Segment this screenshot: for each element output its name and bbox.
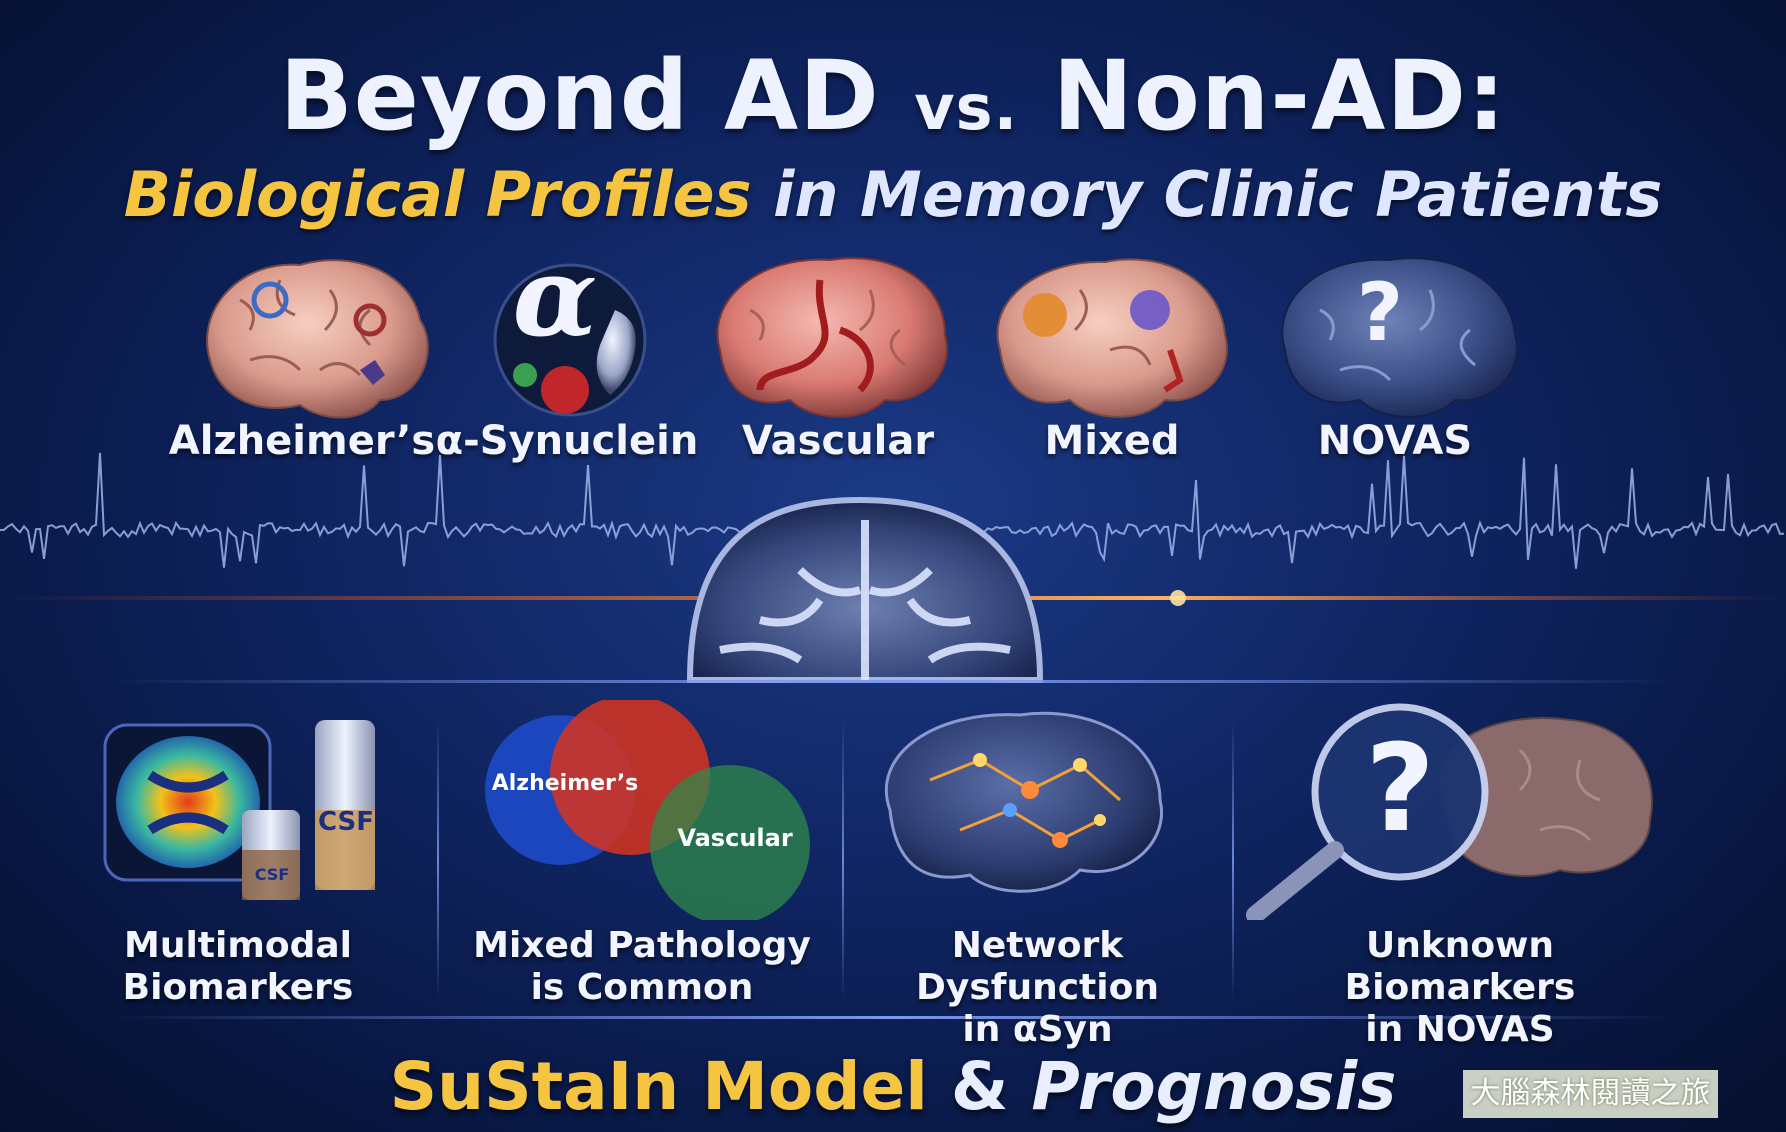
brain-vascular-icon: [716, 257, 948, 418]
vial-label-small: CSF: [255, 865, 290, 884]
brain-section-icon: [686, 496, 1044, 683]
finding-label-network: Network Dysfunction in αSyn: [916, 925, 1159, 1050]
footer-model: SuStaIn Model: [389, 1048, 928, 1125]
title-vs: vs.: [914, 71, 1019, 144]
title-left: Beyond AD: [279, 40, 880, 152]
venn-label-right: Vascular: [677, 824, 792, 852]
profile-label-mixed: Mixed: [1044, 418, 1180, 464]
watermark: 大腦森林閱讀之旅: [1463, 1070, 1718, 1118]
profile-label-novas: NOVAS: [1317, 418, 1473, 464]
title-right: Non-AD:: [1052, 40, 1507, 152]
footer-amp: &: [950, 1048, 1009, 1125]
magnifier-question-glyph: ?: [1365, 720, 1435, 859]
venn-label-left: Alzheimer’s: [492, 771, 639, 796]
profile-label-synuclein: α-Synuclein: [435, 418, 699, 464]
question-glyph: ?: [1357, 266, 1403, 359]
page-subtitle: Biological Profiles in Memory Clinic Pat…: [0, 158, 1786, 231]
column-divider-3: [1232, 720, 1234, 1000]
profile-label-alzheimers: Alzheimer’s: [168, 418, 436, 464]
page-title: Beyond AD vs. Non-AD:: [0, 40, 1786, 152]
alpha-synuclein-icon: α: [493, 240, 647, 417]
column-divider-2: [842, 720, 844, 1000]
brain-network-icon: [884, 711, 1163, 893]
finding-icons-row: CSF CSF Alzheimer’s Vascular ?: [103, 700, 1653, 920]
subtitle-highlight: Biological Profiles: [123, 158, 752, 231]
column-divider-1: [437, 720, 439, 1000]
eeg-wave-band: [0, 452, 1786, 683]
section-divider-bottom: [110, 1016, 1676, 1019]
venn-diagram-icon: Alzheimer’s Vascular: [485, 700, 810, 920]
subtitle-rest: in Memory Clinic Patients: [751, 158, 1663, 231]
profile-label-vascular: Vascular: [741, 418, 935, 464]
magnifier-question-icon: ?: [1246, 703, 1653, 920]
finding-label-biomarkers: Multimodal Biomarkers: [122, 925, 354, 1008]
finding-label-unknown: Unknown Biomarkers in NOVAS: [1344, 925, 1576, 1050]
finding-label-mixed-pathology: Mixed Pathology is Common: [473, 925, 811, 1008]
footer-prognosis: Prognosis: [1031, 1048, 1397, 1125]
vial-label-big: CSF: [318, 807, 374, 837]
pet-scan-csf-icon: CSF CSF: [103, 720, 375, 900]
footer-title: SuStaIn Model & Prognosis: [0, 1048, 1786, 1125]
alpha-glyph: α: [513, 240, 598, 361]
profile-icons-row: α ?: [206, 240, 1518, 419]
brain-novas-icon: ?: [1281, 257, 1518, 418]
brain-mixed-icon: [996, 258, 1228, 418]
section-divider-top: [110, 680, 1676, 683]
brain-alzheimers-icon: [206, 259, 429, 419]
